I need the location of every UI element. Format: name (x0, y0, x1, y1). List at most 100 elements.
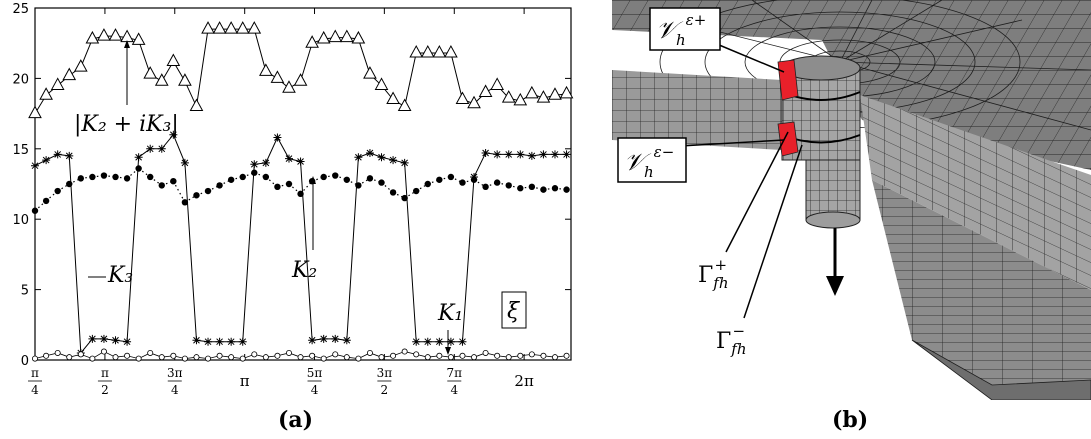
x-tick-numerator: 3π (167, 366, 183, 380)
data-point (65, 151, 74, 160)
series-segment (485, 182, 498, 188)
data-point (123, 337, 132, 346)
k2-arrowhead (310, 176, 316, 184)
data-point (120, 29, 134, 43)
data-point (134, 153, 143, 162)
data-point (342, 336, 351, 345)
data-point (550, 150, 559, 159)
data-point (146, 144, 155, 153)
data-point (471, 354, 478, 361)
data-point (53, 150, 62, 159)
data-point (309, 352, 316, 359)
data-point (166, 53, 181, 67)
x-tick-denominator: 4 (171, 383, 179, 397)
data-point (285, 349, 292, 356)
data-point (193, 354, 200, 361)
cylinder-lower (805, 159, 861, 221)
data-point (432, 45, 447, 58)
data-point (516, 150, 525, 159)
data-point (227, 337, 236, 346)
x-tick-numerator: 5π (307, 366, 323, 380)
data-point (285, 180, 293, 188)
data-point (320, 173, 327, 181)
x-tick-denominator: 2 (101, 383, 109, 397)
data-point (424, 354, 431, 361)
data-point (409, 45, 424, 58)
data-point (270, 70, 285, 83)
data-point (235, 21, 250, 34)
y-tick-label: 25 (12, 2, 29, 17)
series-segment (161, 180, 174, 186)
data-point (181, 355, 188, 362)
data-point (363, 66, 377, 79)
y-tick-label: 0 (21, 354, 29, 369)
data-point (259, 63, 273, 76)
data-point (413, 351, 420, 358)
series-dot (31, 165, 570, 214)
data-point (447, 354, 454, 361)
v-minus-box (617, 137, 687, 183)
data-point (319, 334, 328, 343)
xi-box (501, 291, 527, 329)
data-point (458, 337, 467, 346)
data-point (284, 154, 293, 163)
x-tick-numerator: 7π (447, 366, 463, 380)
k3-label: K₃ (107, 263, 133, 288)
data-point (170, 352, 177, 359)
data-point (377, 153, 386, 162)
series-segment (80, 176, 93, 179)
data-point (131, 32, 146, 45)
data-point (28, 105, 42, 119)
data-point (274, 183, 281, 191)
data-point (390, 352, 397, 359)
right-slab-side (872, 180, 1091, 400)
abs-label: |K₂ + iK₃| (74, 112, 179, 137)
data-point (178, 73, 192, 86)
data-point (250, 160, 259, 169)
data-point (189, 98, 204, 112)
series-circle (32, 348, 570, 362)
series-segment (196, 190, 209, 196)
x-tick-numerator: 3π (377, 366, 393, 380)
data-point (400, 158, 409, 167)
v-plus-leader (711, 41, 785, 73)
data-point (273, 133, 282, 142)
series-segment (172, 180, 186, 203)
data-point (296, 157, 305, 166)
data-point (389, 189, 397, 196)
series-line (34, 28, 567, 114)
series-segment (358, 177, 371, 186)
data-point (490, 77, 505, 90)
data-point (112, 354, 119, 361)
data-point (378, 354, 385, 361)
series-segment (497, 182, 509, 186)
series-segment (277, 183, 290, 188)
data-point (355, 355, 362, 362)
data-point (539, 150, 548, 159)
data-point (354, 153, 363, 162)
gamma-minus-label: Γfh− (716, 322, 746, 358)
data-point (305, 35, 319, 48)
data-point (401, 348, 408, 355)
v-minus-leader (679, 139, 785, 147)
data-point (154, 73, 169, 86)
x-tick-denominator: 4 (450, 383, 458, 397)
data-point (478, 84, 493, 97)
data-point (412, 337, 421, 346)
data-point (525, 85, 539, 99)
x-tick-label: 2π (514, 372, 534, 390)
data-point (97, 28, 111, 41)
k1-label: K₁ (437, 301, 463, 326)
data-point (527, 151, 536, 160)
data-point (444, 45, 458, 58)
data-point (332, 351, 339, 358)
series-segment (311, 176, 324, 182)
load-arrowhead (826, 276, 844, 296)
k1-arrowhead (445, 347, 451, 355)
data-point (528, 351, 535, 358)
data-point (446, 337, 455, 346)
series-segment (369, 177, 382, 184)
series-segment (323, 174, 336, 178)
data-point (204, 337, 213, 346)
